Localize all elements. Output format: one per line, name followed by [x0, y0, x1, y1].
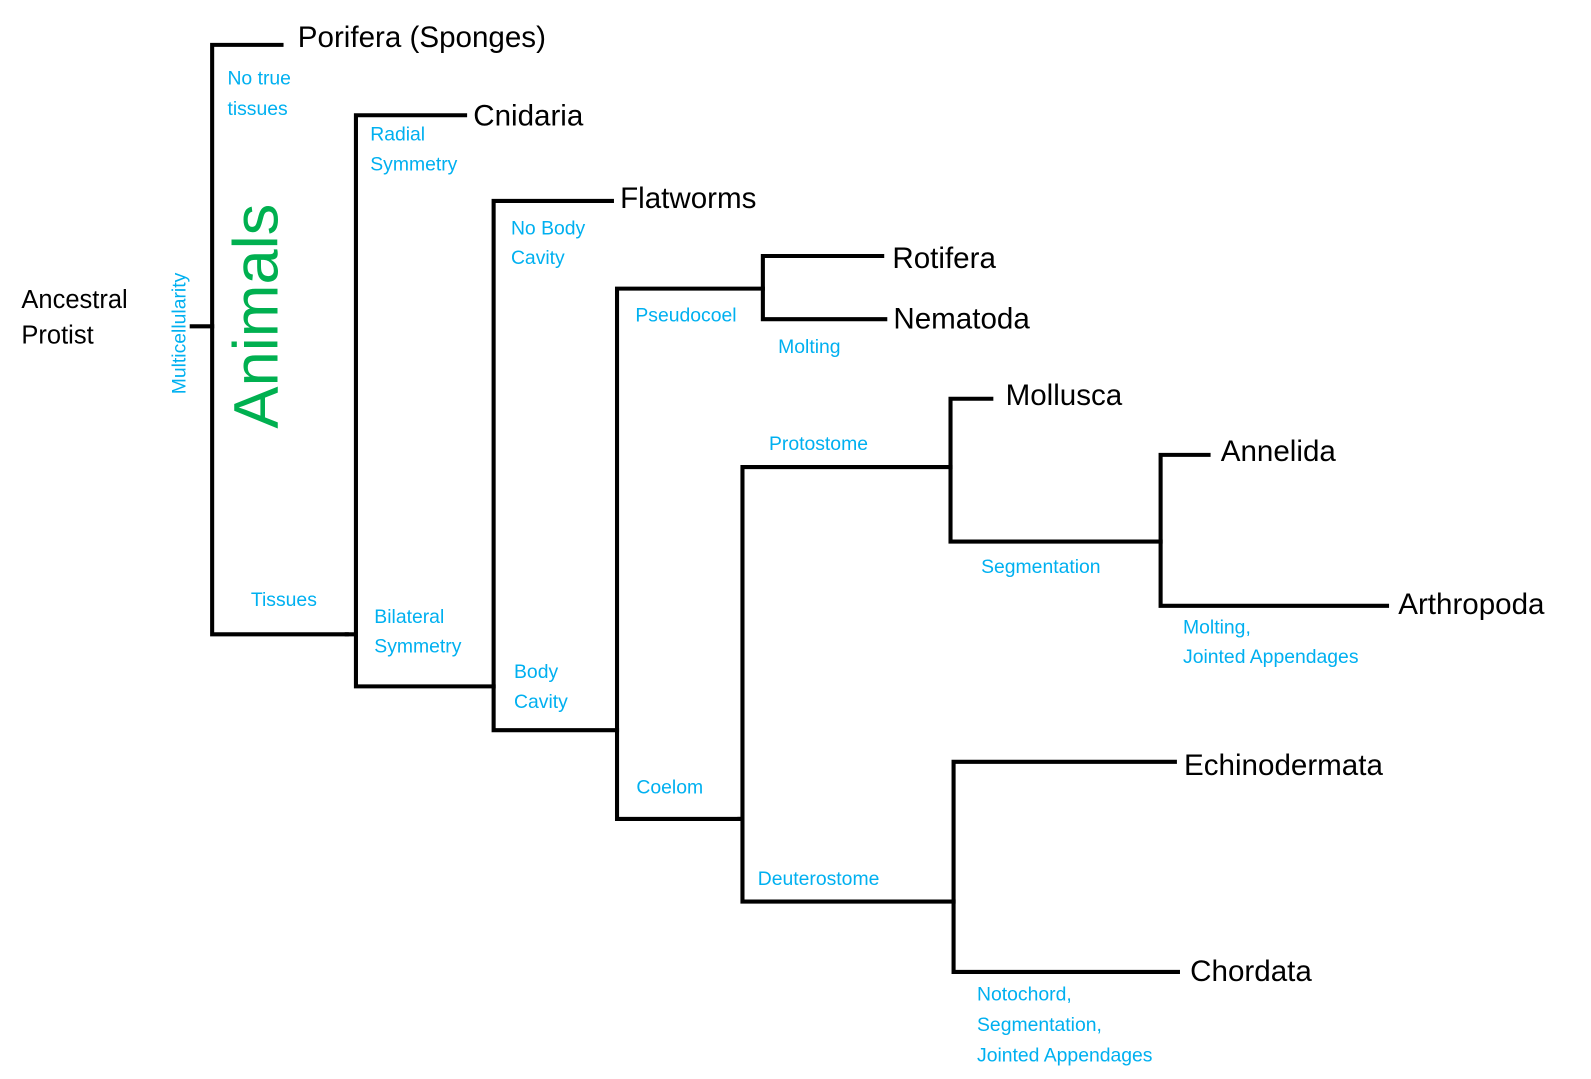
- trait-body-cavity-1: Body: [514, 661, 558, 683]
- trait-segmentation: Segmentation: [981, 556, 1100, 578]
- branch-eumetazoa: [344, 113, 496, 689]
- trait-radial-2: Symmetry: [370, 153, 457, 175]
- trait-bilateral-1: Bilateral: [374, 606, 444, 628]
- taxon-annelida: Annelida: [1221, 435, 1337, 468]
- animals-group-label: Animals: [221, 204, 291, 429]
- trait-protostome: Protostome: [769, 433, 868, 455]
- branch-protostomes: [948, 396, 1163, 544]
- trait-molting: Molting: [778, 336, 840, 358]
- taxon-chordata: Chordata: [1190, 955, 1312, 988]
- root-label-line1: Ancestral: [21, 286, 127, 314]
- trait-bilateral-2: Symmetry: [374, 636, 461, 658]
- taxon-mollusca: Mollusca: [1006, 379, 1123, 412]
- trait-deuterostome: Deuterostome: [758, 868, 880, 890]
- trait-chordate-3: Jointed Appendages: [977, 1045, 1152, 1067]
- branch-animals: [210, 42, 349, 637]
- trait-arthropod-2: Jointed Appendages: [1183, 646, 1358, 668]
- trait-chordate-1: Notochord,: [977, 983, 1072, 1005]
- trait-arthropod-1: Molting,: [1183, 616, 1251, 638]
- tree-branches: [189, 42, 1390, 974]
- trait-tissues: Tissues: [251, 589, 317, 611]
- taxon-cnidaria: Cnidaria: [473, 99, 584, 132]
- taxon-nematoda: Nematoda: [893, 302, 1030, 335]
- trait-no-true-tissues-1: No true: [227, 68, 290, 90]
- multicellularity-label: Multicellularity: [169, 272, 191, 394]
- taxon-rotifera: Rotifera: [892, 242, 996, 275]
- trait-radial-1: Radial: [370, 124, 425, 146]
- branch-bilateria: [491, 198, 620, 733]
- trait-no-body-cavity-2: Cavity: [511, 247, 565, 269]
- trait-no-body-cavity-1: No Body: [511, 218, 586, 240]
- root-label-line2: Protist: [21, 322, 93, 350]
- branch-segmented: [1158, 452, 1390, 608]
- taxon-porifera: Porifera (Sponges): [298, 21, 546, 54]
- branch-deuterostomes: [951, 759, 1180, 974]
- taxon-arthropoda: Arthropoda: [1398, 588, 1545, 621]
- trait-pseudocoel: Pseudocoel: [635, 304, 736, 326]
- trait-no-true-tissues-2: tissues: [227, 98, 287, 120]
- branch-body-cavity: [614, 286, 765, 821]
- trait-chordate-2: Segmentation,: [977, 1014, 1102, 1036]
- taxon-echinodermata: Echinodermata: [1184, 749, 1383, 782]
- trait-body-cavity-2: Cavity: [514, 691, 568, 713]
- taxon-flatworms: Flatworms: [620, 182, 756, 215]
- branch-pseudocoelomates: [760, 253, 888, 322]
- trait-coelom: Coelom: [636, 776, 703, 798]
- branch-coelomates: [737, 465, 956, 904]
